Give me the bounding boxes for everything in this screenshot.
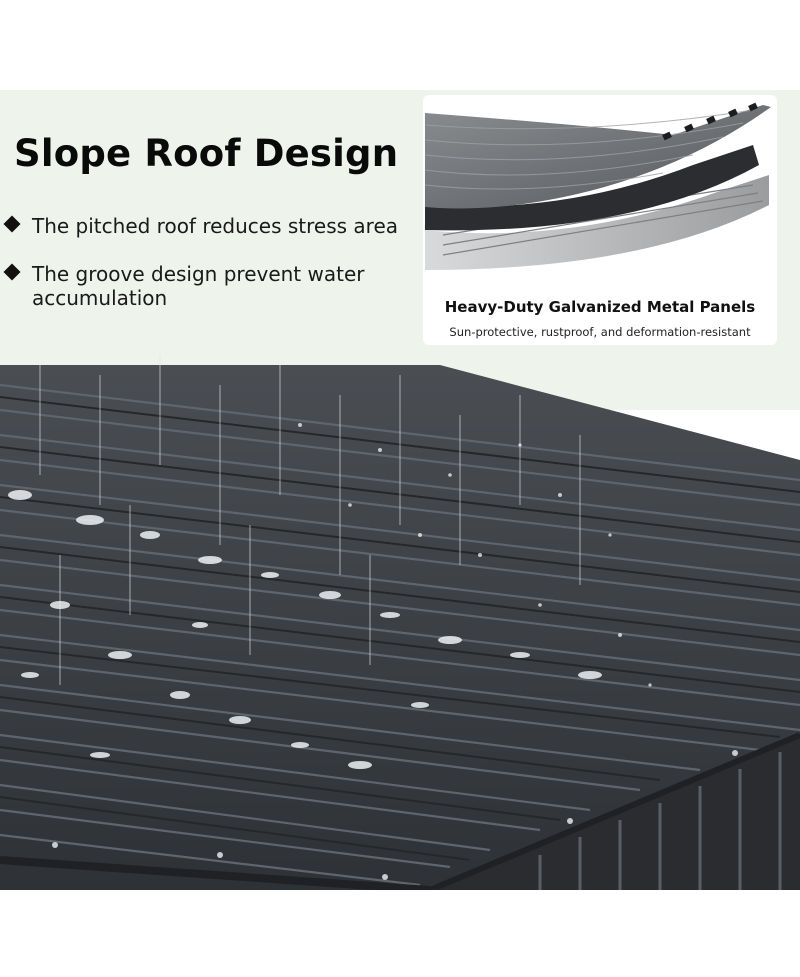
metal-panels-image bbox=[424, 102, 771, 270]
feature-text: The pitched roof reduces stress area bbox=[32, 214, 399, 238]
feature-text: The groove design prevent water accumula… bbox=[32, 262, 365, 310]
feature-item-groove: The groove design prevent water accumula… bbox=[3, 262, 406, 310]
feature-item-stress: The pitched roof reduces stress area bbox=[3, 214, 426, 238]
page-title: Slope Roof Design bbox=[14, 132, 399, 175]
roof-rain-image bbox=[0, 355, 800, 890]
metal-panel-card: Heavy-Duty Galvanized Metal Panels Sun-p… bbox=[423, 95, 777, 345]
panel-subcaption: Sun-protective, rustproof, and deformati… bbox=[449, 325, 751, 339]
panel-caption: Heavy-Duty Galvanized Metal Panels bbox=[444, 298, 756, 316]
